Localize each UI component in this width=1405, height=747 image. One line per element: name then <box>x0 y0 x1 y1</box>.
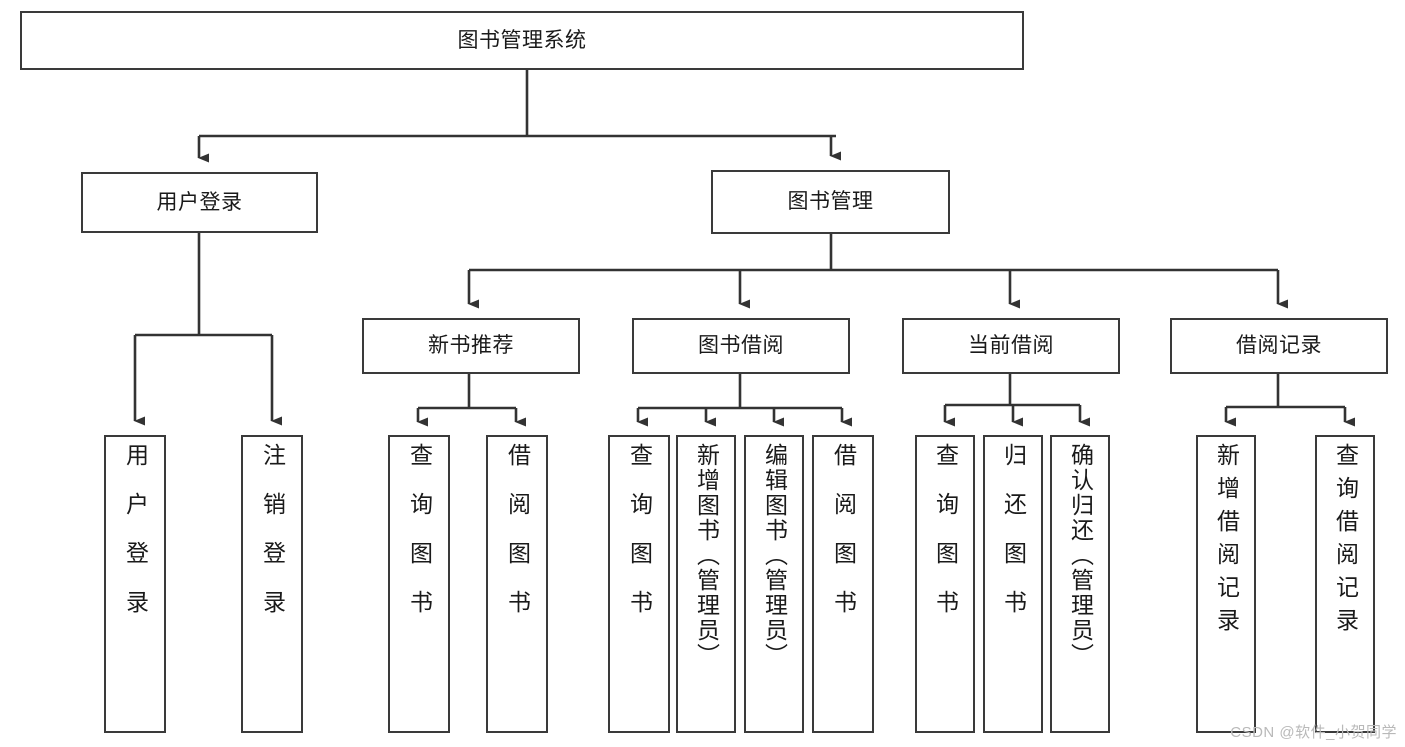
leaf-borrow-query-book[interactable]: 查询图书 <box>608 435 670 733</box>
node-book-borrow-label: 图书借阅 <box>698 334 784 358</box>
node-root-label: 图书管理系统 <box>457 28 587 52</box>
node-borrow-record-label: 借阅记录 <box>1236 334 1322 358</box>
leaf-add-book-admin-label: 新增图书（管理员） <box>693 443 720 668</box>
leaf-logout[interactable]: 注销登录 <box>241 435 303 733</box>
node-user-login[interactable]: 用户登录 <box>81 172 318 233</box>
leaf-borrow-book[interactable]: 借阅图书 <box>812 435 874 733</box>
leaf-new-book-borrow[interactable]: 借阅图书 <box>486 435 548 733</box>
leaf-current-query-book[interactable]: 查询图书 <box>915 435 975 733</box>
leaf-return-book[interactable]: 归还图书 <box>983 435 1043 733</box>
node-borrow-record[interactable]: 借阅记录 <box>1170 318 1388 374</box>
leaf-query-borrow-record-label: 查询借阅记录 <box>1332 443 1359 641</box>
node-new-book-recommend-label: 新书推荐 <box>428 334 514 358</box>
leaf-borrow-query-book-label: 查询图书 <box>626 443 653 639</box>
leaf-new-book-borrow-label: 借阅图书 <box>504 443 531 639</box>
node-new-book-recommend[interactable]: 新书推荐 <box>362 318 580 374</box>
leaf-add-book-admin[interactable]: 新增图书（管理员） <box>676 435 736 733</box>
watermark: CSDN @软件_小贺同学 <box>1230 724 1397 741</box>
node-book-borrow[interactable]: 图书借阅 <box>632 318 850 374</box>
node-user-login-label: 用户登录 <box>156 190 243 214</box>
node-book-manage[interactable]: 图书管理 <box>711 170 950 234</box>
leaf-user-login[interactable]: 用户登录 <box>104 435 166 733</box>
leaf-edit-book-admin-label: 编辑图书（管理员） <box>761 443 788 668</box>
leaf-edit-book-admin[interactable]: 编辑图书（管理员） <box>744 435 804 733</box>
leaf-user-login-label: 用户登录 <box>122 443 149 639</box>
leaf-new-book-query-label: 查询图书 <box>406 443 433 639</box>
leaf-add-borrow-record[interactable]: 新增借阅记录 <box>1196 435 1256 733</box>
node-root[interactable]: 图书管理系统 <box>20 11 1024 70</box>
leaf-return-book-label: 归还图书 <box>1000 443 1027 639</box>
leaf-borrow-book-label: 借阅图书 <box>830 443 857 639</box>
node-current-borrow[interactable]: 当前借阅 <box>902 318 1120 374</box>
leaf-add-borrow-record-label: 新增借阅记录 <box>1213 443 1240 641</box>
leaf-confirm-return-admin-label: 确认归还（管理员） <box>1067 443 1094 668</box>
leaf-new-book-query[interactable]: 查询图书 <box>388 435 450 733</box>
node-book-manage-label: 图书管理 <box>787 190 874 214</box>
leaf-logout-label: 注销登录 <box>259 443 286 639</box>
node-current-borrow-label: 当前借阅 <box>968 334 1054 358</box>
leaf-query-borrow-record[interactable]: 查询借阅记录 <box>1315 435 1375 733</box>
leaf-current-query-book-label: 查询图书 <box>932 443 959 639</box>
leaf-confirm-return-admin[interactable]: 确认归还（管理员） <box>1050 435 1110 733</box>
